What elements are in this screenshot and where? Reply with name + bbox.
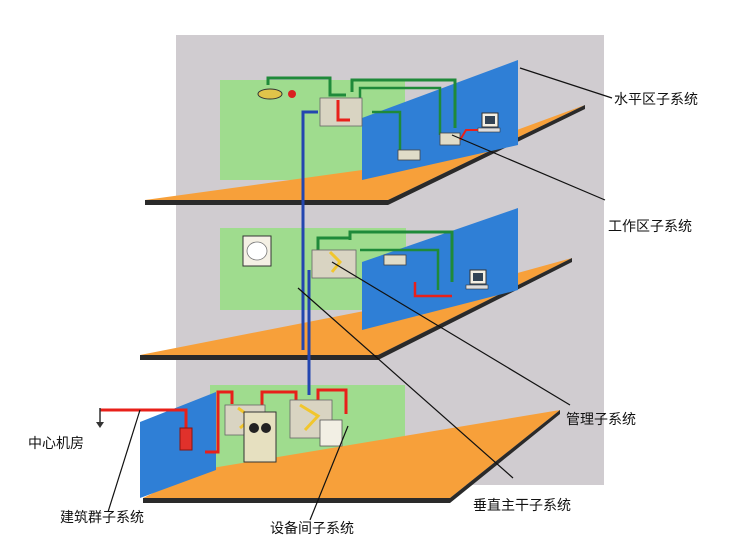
top-ceiling-speaker <box>257 88 283 100</box>
top-green-cable-d <box>372 110 402 150</box>
middle-floor <box>140 208 572 360</box>
top-green-cable-a <box>266 76 346 97</box>
leader-work-area <box>451 134 606 201</box>
label-vertical-backbone: 垂直主干子系统 <box>473 498 571 514</box>
label-campus-subsystem: 建筑群子系统 <box>60 510 144 526</box>
label-center-room: 中心机房 <box>28 436 84 452</box>
top-floor-floor-plate <box>145 105 585 200</box>
leader-admin <box>331 261 571 406</box>
label-work-area-subsystem: 工作区子系统 <box>608 219 692 235</box>
ground-yellow-jumper-right <box>299 403 321 432</box>
middle-yellow-jumper <box>328 250 343 273</box>
middle-green-cable-a <box>316 236 350 252</box>
ground-floor-side-wall <box>140 392 216 498</box>
middle-red-drop <box>413 282 452 298</box>
leader-vertical <box>297 287 514 479</box>
leader-horizontal <box>519 67 613 99</box>
label-equipment-room: 设备间子系统 <box>270 521 354 537</box>
campus-entrance-box <box>179 427 193 451</box>
top-pc-keyboard <box>477 127 501 133</box>
top-green-cable-c <box>358 86 442 135</box>
ground-cabinet-reel-2 <box>261 423 271 433</box>
ground-red-cable-c <box>316 388 348 414</box>
center-room-arrow <box>96 422 104 428</box>
top-floor <box>145 60 585 205</box>
top-red-drop <box>459 129 478 141</box>
middle-green-cable-b <box>348 230 454 282</box>
leader-campus <box>107 409 141 513</box>
label-admin-subsystem: 管理子系统 <box>566 412 636 428</box>
top-desk-printer <box>439 132 461 146</box>
middle-desk-phone <box>383 254 407 266</box>
middle-pc-keyboard <box>465 284 489 290</box>
ground-cabinet-reel-1 <box>249 423 259 433</box>
top-red-sensor <box>288 90 296 98</box>
label-horizontal-subsystem: 水平区子系统 <box>614 92 698 108</box>
campus-red-cable <box>100 408 188 428</box>
ground-red-cable-b <box>260 390 298 406</box>
leader-equipment-room <box>309 425 349 521</box>
vertical-backbone-top-bend <box>301 110 318 122</box>
ground-floor <box>96 385 560 503</box>
ground-equipment-cabinet <box>243 411 277 463</box>
top-green-cable-b <box>350 78 457 128</box>
ground-server-box <box>319 419 343 447</box>
middle-floor-floor-plate <box>140 258 572 355</box>
top-desk-phone <box>397 149 421 161</box>
top-patch-panel <box>319 97 363 127</box>
middle-green-cable-c <box>360 248 440 290</box>
middle-floor-side-wall <box>362 208 518 330</box>
ground-floor-floor-plate <box>143 410 560 498</box>
middle-pc-screen <box>473 273 483 281</box>
top-pc-screen <box>485 116 495 124</box>
top-red-jumper <box>336 100 350 122</box>
ground-red-cable-a <box>205 390 234 454</box>
middle-monitor-screen <box>246 241 268 261</box>
